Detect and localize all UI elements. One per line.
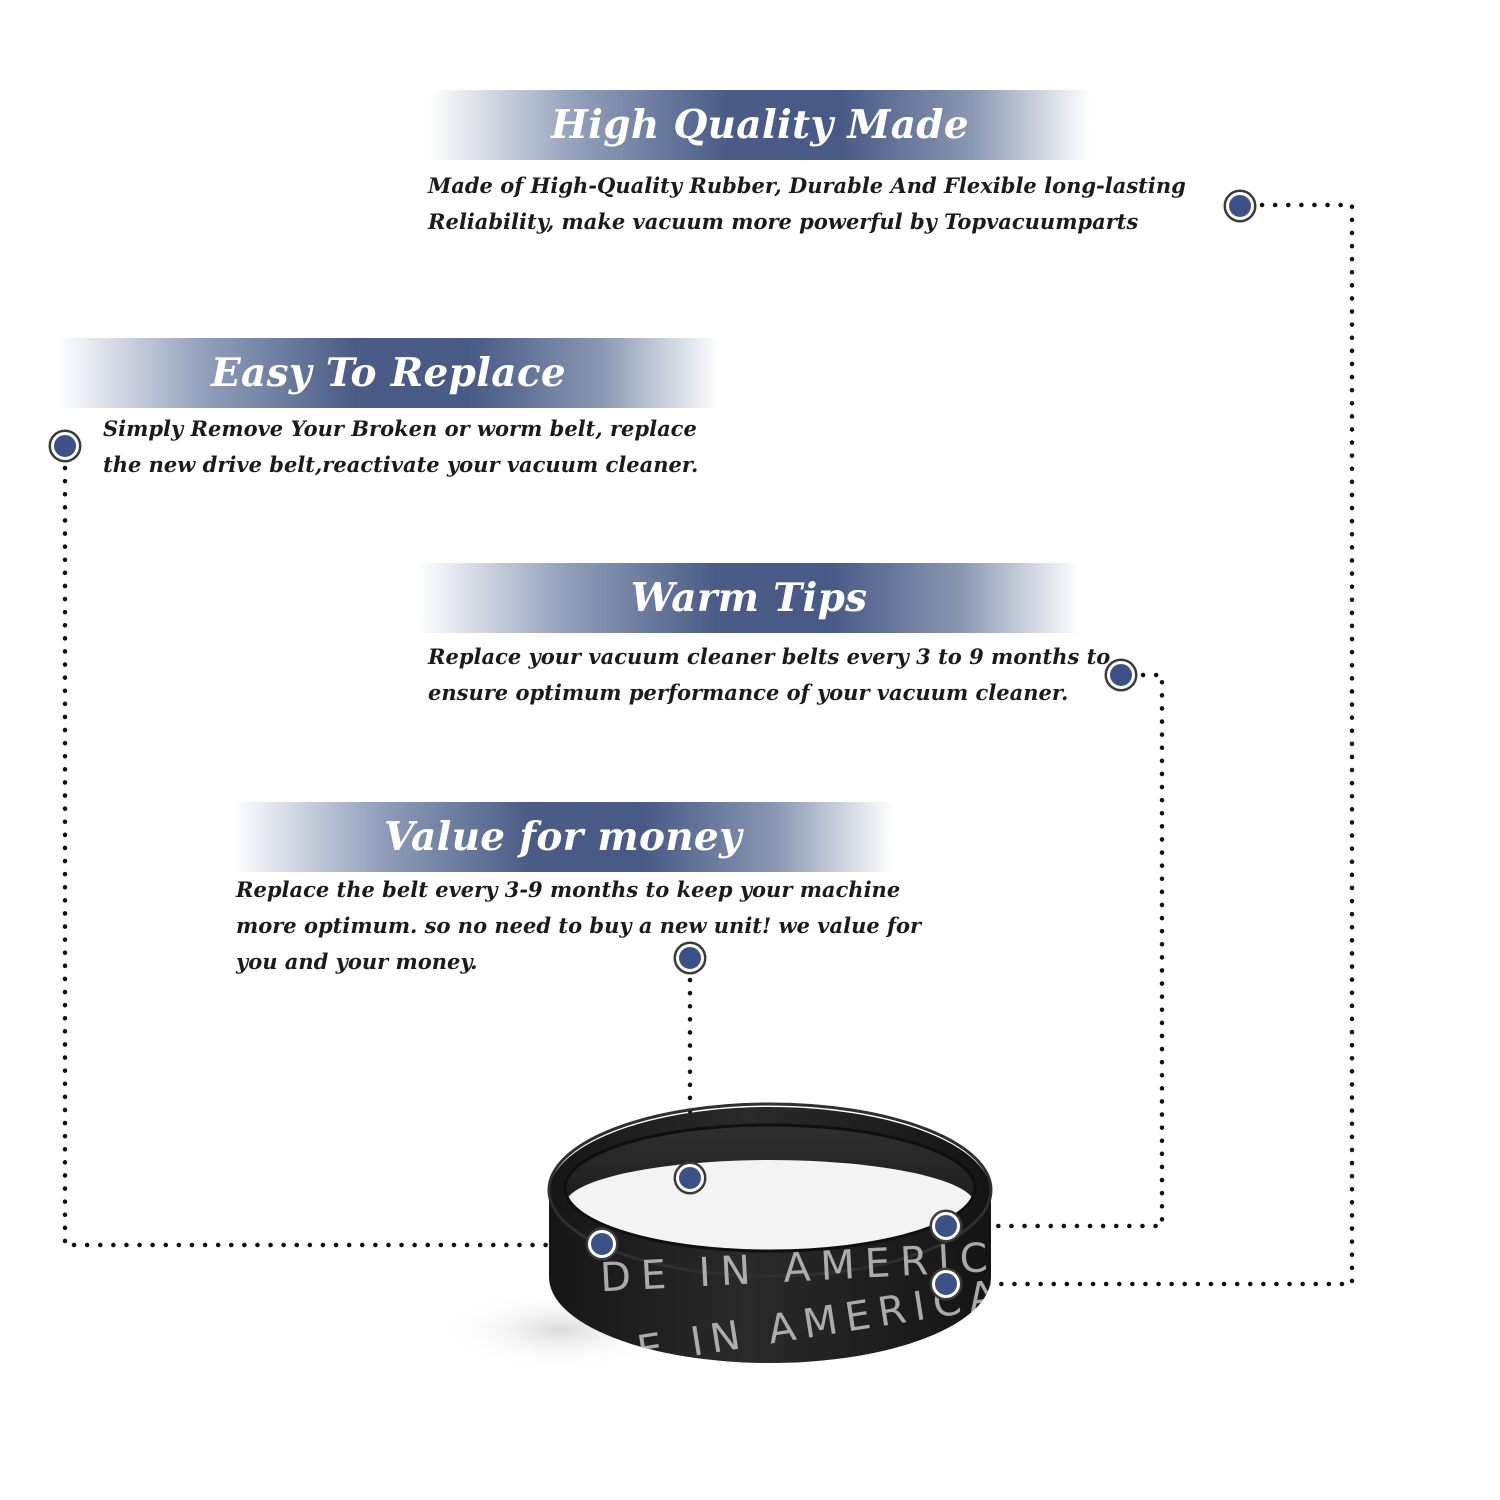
banner-value-for-money: Value for money: [232, 802, 894, 872]
connector-high-quality: [965, 202, 1355, 1287]
belt-marker-icon: [588, 1230, 616, 1258]
belt-marker-icon: [676, 1164, 704, 1192]
belt-marker-icon: [932, 1212, 960, 1240]
connector-warm-tips: [965, 672, 1165, 1229]
callout-marker-icon: [1107, 661, 1135, 689]
feature-title-easy-to-replace: Easy To Replace: [211, 350, 566, 396]
banner-high-quality-made: High Quality Made: [430, 90, 1090, 160]
callout-marker-icon: [1226, 192, 1254, 220]
feature-title-high-quality-made: High Quality Made: [551, 102, 969, 148]
feature-desc-easy-to-replace: Simply Remove Your Broken or worm belt, …: [103, 416, 699, 477]
feature-desc-value-for-money: Replace the belt every 3-9 months to kee…: [236, 877, 922, 974]
feature-desc-high-quality-made: Made of High-Quality Rubber, Durable And…: [428, 173, 1186, 234]
belt-rim: [547, 1102, 993, 1278]
callout-marker-icon: [51, 432, 79, 460]
feature-desc-warm-tips: Replace your vacuum cleaner belts every …: [428, 644, 1111, 705]
feature-title-warm-tips: Warm Tips: [630, 575, 868, 621]
callout-marker-icon: [676, 944, 704, 972]
banner-easy-to-replace: Easy To Replace: [57, 338, 720, 408]
belt-inner-wall: [565, 1125, 975, 1205]
belt-marker-icon: [932, 1270, 960, 1298]
feature-title-value-for-money: Value for money: [383, 814, 743, 860]
banner-warm-tips: Warm Tips: [418, 563, 1080, 633]
